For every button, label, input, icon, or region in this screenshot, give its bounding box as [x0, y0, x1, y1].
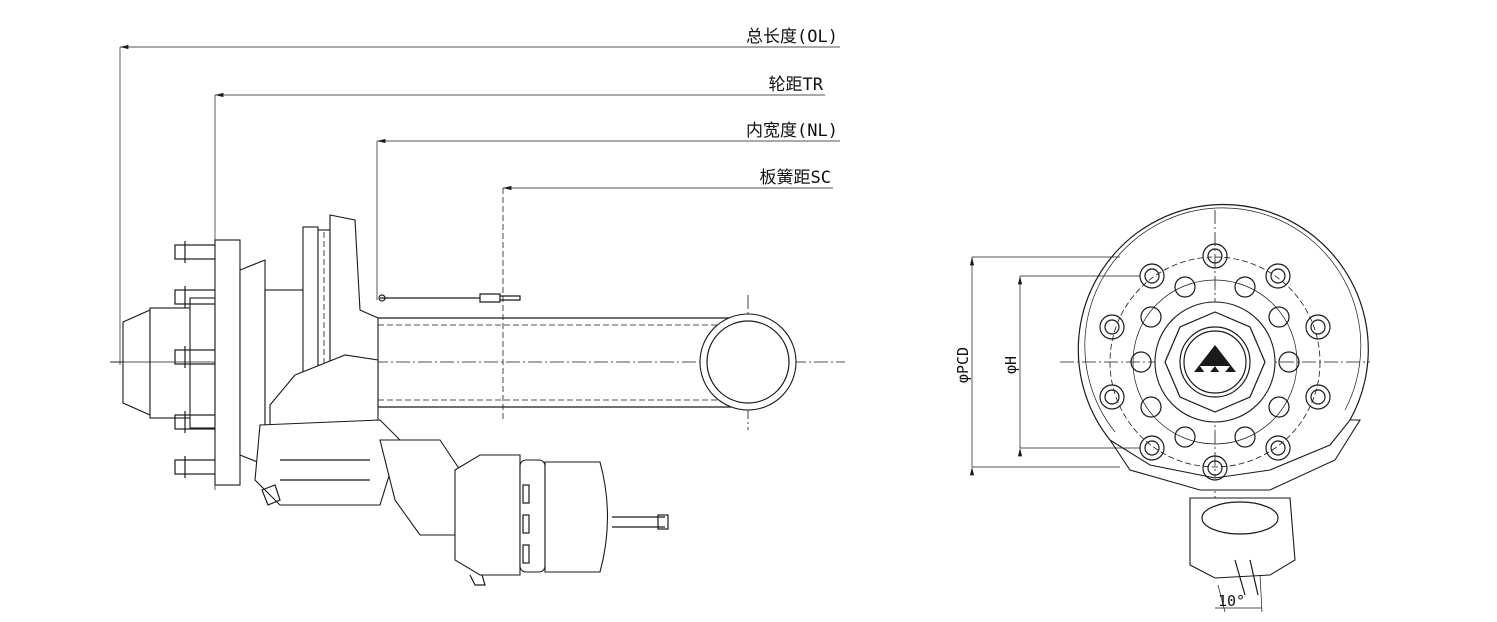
front-view	[969, 203, 1370, 613]
side-view	[110, 214, 845, 586]
brand-logo	[1194, 345, 1236, 376]
wheel-bolts	[1099, 243, 1331, 481]
inner-width-label: 内宽度(NL)	[746, 121, 838, 141]
hub-diameter-label: φH	[1002, 356, 1020, 374]
overall-length-label: 总长度(OL)	[746, 27, 838, 47]
angle-label: 10°	[1218, 592, 1245, 610]
dimension-lines	[119, 44, 840, 490]
pcd-label: φPCD	[954, 347, 972, 383]
brake-chamber	[454, 454, 669, 586]
track-label: 轮距TR	[769, 75, 824, 95]
spring-center-label: 板簧距SC	[760, 168, 831, 188]
